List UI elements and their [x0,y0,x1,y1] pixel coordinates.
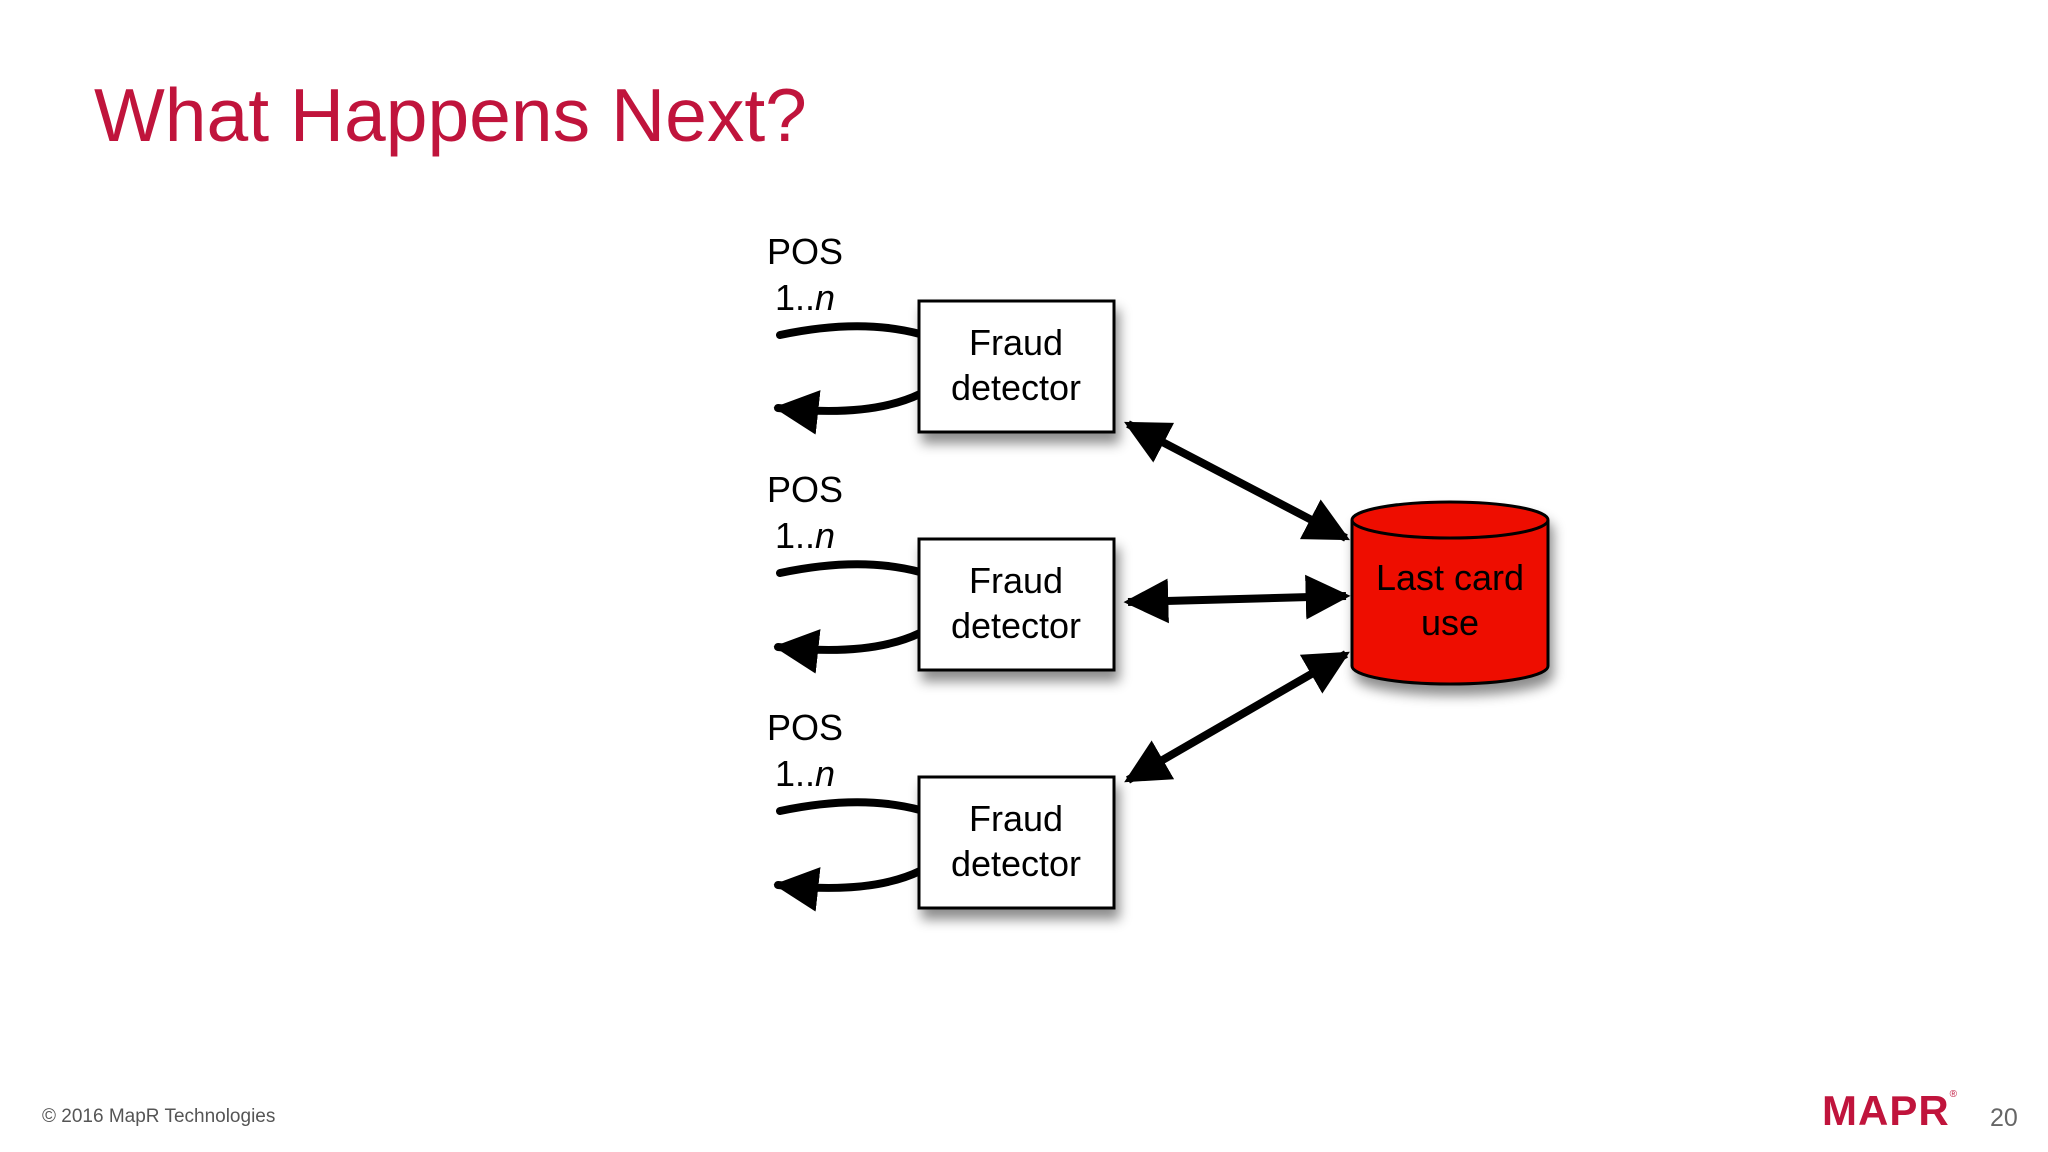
pos-range-3-prefix: 1.. [775,753,815,794]
fraud-detector-3: Fraud detector [917,775,1116,910]
pos-response-arrow-3 [773,867,924,912]
pos-input-arc-1 [776,322,924,339]
fraud-detector-box-3 [917,775,1116,910]
fraud-detector-box-1 [917,299,1116,434]
connector-detector-2-to-store [1123,574,1351,624]
fraud-detector-label-1-line1: Fraud [969,322,1063,363]
page-number: 20 [1990,1104,2018,1132]
mapr-logo: MAPR® [1822,1090,1958,1132]
pos-input-arc-2 [776,560,924,577]
fraud-detector-label-1-line2: detector [951,367,1081,408]
slide-title: What Happens Next? [94,73,807,157]
registered-mark-icon: ® [1949,1089,1959,1100]
pos-label-1: POS [767,231,843,272]
last-card-use-store [1350,500,1550,686]
pos-label-1-line1: POS [767,231,843,272]
pos-input-arc-3 [776,798,924,815]
fraud-detector-label-2-line1: Fraud [969,560,1063,601]
mapr-logo-text: MAPR [1822,1087,1950,1134]
pos-label-2-line1: POS [767,469,843,510]
pos-range-2: 1..n [775,515,835,556]
fraud-detector-box-2 [917,537,1116,672]
pos-label-2: POS [767,469,843,510]
pos-group-2: POS 1..n [767,469,924,674]
pos-label-3-line1: POS [767,707,843,748]
fraud-detector-label-2-line2: detector [951,605,1081,646]
pos-response-arrow-2 [773,629,924,674]
connector-detector-3-to-store [1124,650,1350,784]
copyright-footer: © 2016 MapR Technologies [42,1106,276,1127]
store-label-line2: use [1421,602,1479,643]
pos-range-1-var: n [815,277,835,318]
pos-group-3: POS 1..n [767,707,924,912]
connector-detector-1-to-store [1124,420,1350,542]
pos-range-2-prefix: 1.. [775,515,815,556]
pos-response-arrow-1 [773,390,924,435]
pos-range-2-var: n [815,515,835,556]
pos-range-1-prefix: 1.. [775,277,815,318]
database-cylinder-rim [1350,519,1550,540]
fraud-detector-2: Fraud detector [917,537,1116,672]
pos-group-1: POS 1..n [767,231,924,435]
pos-range-3-var: n [815,753,835,794]
pos-range-3: 1..n [775,753,835,794]
pos-label-3: POS [767,707,843,748]
fraud-detector-label-3-line1: Fraud [969,798,1063,839]
database-cylinder-icon [1350,500,1550,686]
fraud-detector-label-3-line2: detector [951,843,1081,884]
store-label-line1: Last card [1376,557,1524,598]
fraud-detector-1: Fraud detector [917,299,1116,434]
pos-range-1: 1..n [775,277,835,318]
